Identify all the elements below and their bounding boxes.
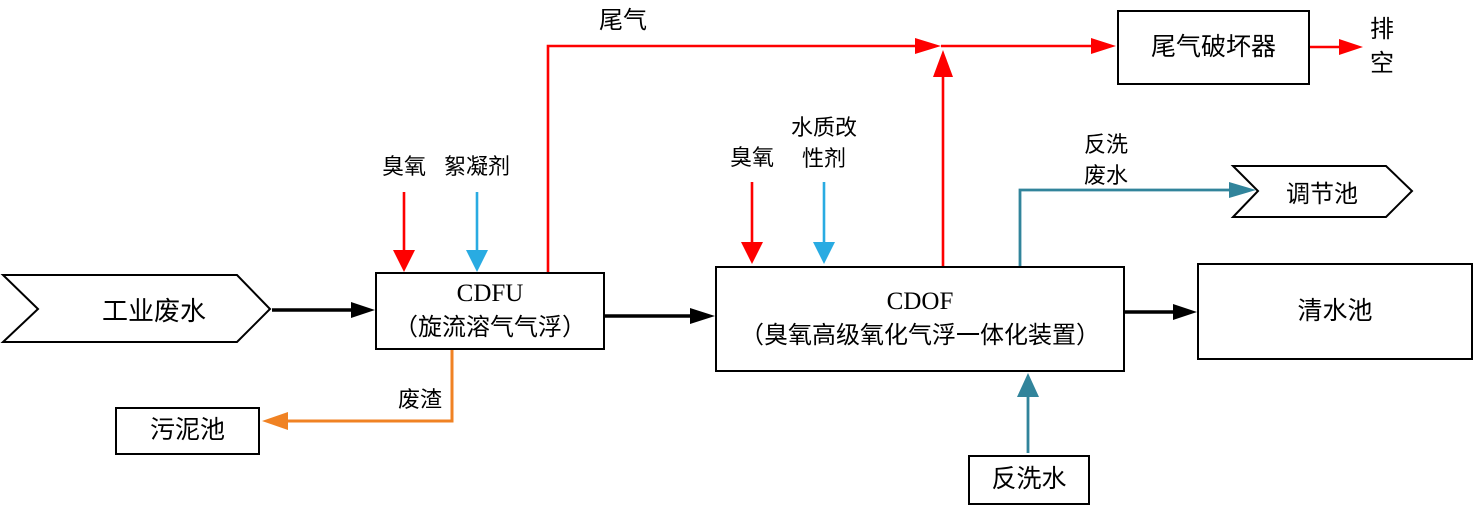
black-arrowheads [351, 302, 1197, 324]
backwash-wastewater-label: 反洗 废水 [1083, 132, 1128, 188]
industrial-wastewater-label: 工业废水 [101, 296, 206, 326]
backwash-water-node: 反洗水 [968, 455, 1090, 505]
tail-gas-destroyer-label: 尾气破坏器 [1150, 33, 1276, 61]
arrowhead-backwash-up [1017, 373, 1039, 397]
arrowhead-into-clearwater [1173, 304, 1197, 320]
orange-flow-lines [288, 350, 454, 423]
black-flow-lines [272, 308, 1173, 318]
tail-gas-destroyer-node: 尾气破坏器 [1117, 10, 1310, 85]
blue-flow-lines [475, 182, 826, 250]
arrowhead-into-cdof [690, 308, 715, 324]
red-arrowheads [393, 38, 1363, 272]
clear-water-tank-label: 清水池 [1297, 297, 1373, 325]
arrowhead-into-destroyer [1091, 38, 1116, 54]
line-waste-residue [288, 350, 454, 423]
tail-gas-label: 尾气 [599, 8, 647, 34]
regulation-tank-shape [1230, 165, 1414, 218]
sludge-tank-node: 污泥池 [115, 407, 260, 455]
teal-arrowheads [1017, 182, 1256, 397]
industrial-wastewater-shape [0, 274, 272, 343]
sludge-tank-label: 污泥池 [149, 417, 225, 444]
flocculant-label: 絮凝剂 [443, 154, 510, 179]
regulation-tank-label: 调节池 [1286, 182, 1358, 208]
backwash-water-label: 反洗水 [991, 466, 1067, 493]
red-flow-lines [402, 44, 1339, 272]
arrowhead-flocculant [466, 250, 488, 272]
teal-flow-lines [1018, 188, 1229, 453]
cdfu-node: CDFU （旋流溶气气浮） [375, 272, 605, 350]
arrowhead-tailgas-up [933, 50, 953, 77]
cdfu-title: CDFU [456, 280, 524, 307]
cdof-title: CDOF [886, 288, 954, 315]
ozone-cdfu-label: 臭氧 [381, 154, 426, 179]
arrowhead-into-cdfu [351, 302, 375, 318]
cdfu-subtitle: （旋流溶气气浮） [394, 315, 586, 341]
arrowhead-modifier [813, 242, 835, 264]
cdof-subtitle: （臭氧高级氧化气浮一体化装置） [740, 323, 1100, 349]
vent-label: 排 空 [1370, 17, 1394, 77]
orange-arrowheads [262, 412, 288, 430]
arrowhead-into-sludge-tank [262, 412, 288, 430]
water-modifier-label: 水质改 性剂 [790, 115, 857, 171]
line-tailgas-from-cdfu [546, 44, 915, 272]
cdof-node: CDOF （臭氧高级氧化气浮一体化装置） [715, 266, 1125, 372]
arrowhead-ozone-cdfu [393, 250, 415, 272]
blue-arrowheads [466, 242, 835, 272]
chevron-shapes [0, 165, 1414, 343]
arrowhead-tailgas-junction [915, 38, 941, 54]
ozone-cdof-label: 臭氧 [729, 145, 774, 170]
waste-residue-label: 废渣 [397, 387, 442, 412]
line-backwash-wastewater [1018, 188, 1229, 266]
arrowhead-into-regulation-tank [1229, 182, 1256, 198]
arrowhead-to-vent [1339, 39, 1363, 55]
clear-water-tank-node: 清水池 [1197, 263, 1473, 360]
arrowhead-ozone-cdof [741, 242, 763, 264]
